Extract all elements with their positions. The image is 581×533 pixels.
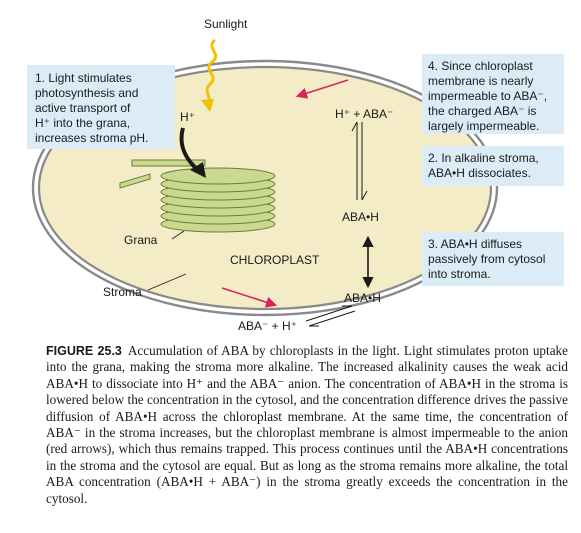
abah-stroma-label: ABA•H bbox=[342, 210, 379, 224]
callout-line: ABA•H dissociates. bbox=[428, 166, 531, 180]
callout-line: active transport of bbox=[35, 101, 131, 115]
red-arrow-top bbox=[295, 79, 349, 99]
callout-line: 1. Light stimulates bbox=[35, 71, 132, 85]
callout-line: increases stroma pH. bbox=[35, 131, 148, 145]
callout-line: H⁺ into the grana, bbox=[35, 116, 130, 130]
caption-text: Accumulation of ABA by chloroplasts in t… bbox=[46, 343, 568, 506]
stroma-label: Stroma bbox=[103, 285, 142, 299]
callout-line: membrane is nearly bbox=[428, 74, 533, 88]
thylakoid-disc bbox=[160, 167, 276, 185]
callout-line: 3. ABA•H diffuses bbox=[428, 237, 522, 251]
stroma-equilibrium-arrows bbox=[351, 121, 368, 201]
callout-line: 4. Since chloroplast bbox=[428, 59, 533, 73]
cytosol-equilibrium-arrows bbox=[305, 305, 356, 327]
figure-label: FIGURE 25.3 bbox=[46, 344, 122, 358]
callout-line: passively from cytosol bbox=[428, 252, 545, 266]
chloroplast-label: CHLOROPLAST bbox=[230, 253, 320, 267]
sunlight-label: Sunlight bbox=[204, 17, 248, 31]
callout-line: largely impermeable. bbox=[428, 119, 539, 133]
callout-line: into stroma. bbox=[428, 267, 491, 281]
grana-stack bbox=[119, 159, 276, 233]
sunlight-ray bbox=[205, 38, 218, 107]
callout-line: 2. In alkaline stroma, bbox=[428, 151, 539, 165]
grana-label: Grana bbox=[124, 233, 158, 247]
callout-line: impermeable to ABA⁻, bbox=[428, 89, 547, 103]
abah-cytosol-label: ABA•H bbox=[344, 291, 381, 305]
h-aba-label: H⁺ + ABA⁻ bbox=[335, 107, 393, 121]
h-plus-label: H⁺ bbox=[180, 110, 195, 124]
callout-line: photosynthesis and bbox=[35, 86, 138, 100]
chloroplast-diagram: Sunlight H⁺ H⁺ + ABA⁻ ABA•H ABA•H ABA⁻ +… bbox=[27, 17, 564, 333]
callout-2-text: 2. In alkaline stroma,ABA•H dissociates. bbox=[428, 151, 539, 180]
red-arrow-bottom bbox=[221, 287, 278, 308]
aba-h-cytosol-label: ABA⁻ + H⁺ bbox=[238, 319, 297, 333]
callout-2: 2. In alkaline stroma,ABA•H dissociates. bbox=[422, 146, 564, 186]
callout-line: the charged ABA⁻ is bbox=[428, 104, 536, 118]
